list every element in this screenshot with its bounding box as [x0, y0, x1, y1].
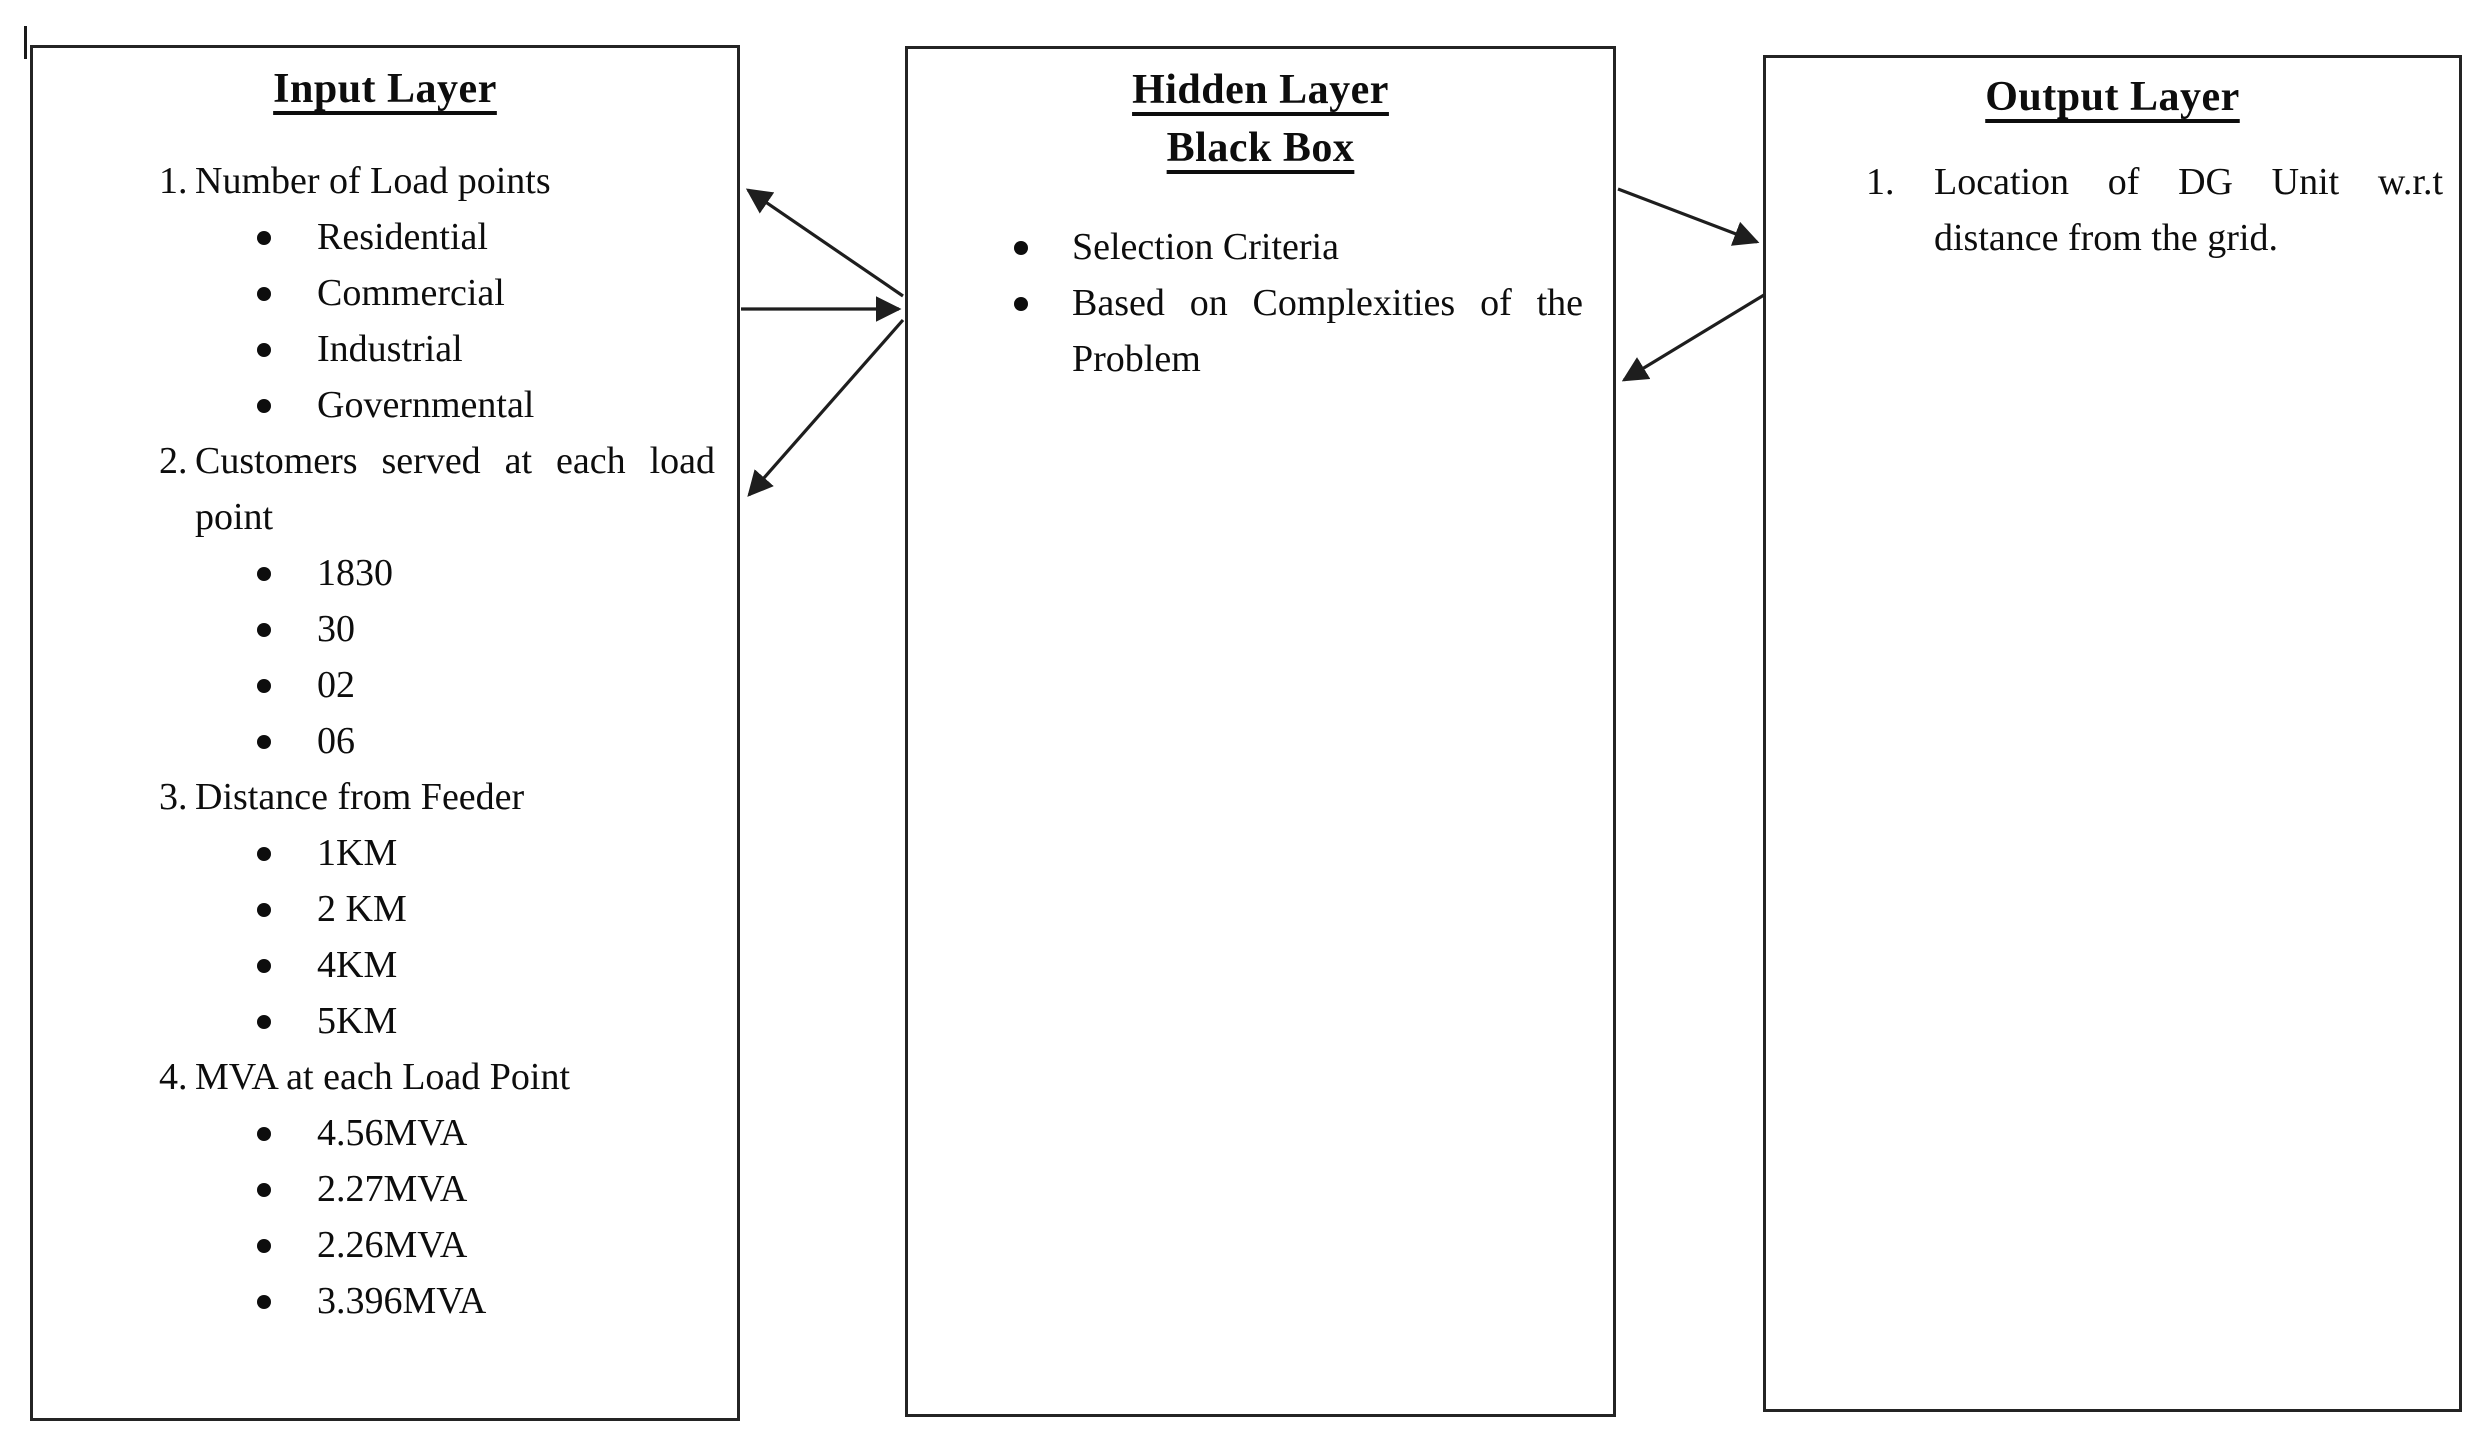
numbered-item: 2.Customers served at each load point — [33, 433, 737, 545]
bullet-item: 1KM — [33, 825, 737, 881]
bullet-item: 2.27MVA — [33, 1161, 737, 1217]
hidden-layer-subtitle: Black Box — [908, 119, 1613, 177]
item-text: Location of DG Unit w.r.t distance from … — [1934, 161, 2443, 259]
bullet-label: 2.27MVA — [317, 1168, 468, 1210]
bullet-label: Residential — [317, 216, 488, 258]
bullet-label: Selection Criteria — [1072, 226, 1339, 268]
bullet-dot-icon — [257, 679, 271, 693]
item-text: MVA at each Load Point — [195, 1056, 571, 1098]
item-text: Customers served at each load point — [195, 440, 715, 538]
numbered-item: 4.MVA at each Load Point — [33, 1049, 737, 1105]
bullet-dot-icon — [257, 1239, 271, 1253]
numbered-item: 1. Location of DG Unit w.r.t distance fro… — [1766, 154, 2459, 266]
bullet-dot-icon — [257, 735, 271, 749]
item-text: Number of Load points — [195, 160, 551, 202]
bullet-label: Industrial — [317, 328, 463, 370]
bullet-label: 2 KM — [317, 888, 407, 930]
item-number: 3. — [159, 776, 188, 818]
item-number: 2. — [159, 440, 188, 482]
bullet-dot-icon — [1014, 297, 1028, 311]
bullet-dot-icon — [257, 1295, 271, 1309]
arrow-hidden-to-input-lower — [747, 318, 905, 497]
bullet-label: 06 — [317, 720, 355, 762]
bullet-item: Based on Complexities of the Problem — [908, 275, 1613, 387]
bullet-dot-icon — [257, 959, 271, 973]
bullet-item: 06 — [33, 713, 737, 769]
bullet-label: 02 — [317, 664, 355, 706]
bullet-label: Commercial — [317, 272, 505, 314]
output-layer-title: Output Layer — [1766, 68, 2459, 126]
bullet-item: 4KM — [33, 937, 737, 993]
bullet-item: Commercial — [33, 265, 737, 321]
arrow-hidden-to-output — [1617, 187, 1760, 246]
bullet-label: 2.26MVA — [317, 1224, 468, 1266]
output-layer-list: 1. Location of DG Unit w.r.t distance fro… — [1766, 154, 2459, 266]
bullet-dot-icon — [257, 343, 271, 357]
bullet-dot-icon — [257, 399, 271, 413]
bullet-label: 4KM — [317, 944, 398, 986]
item-text: Distance from Feeder — [195, 776, 525, 818]
bullet-dot-icon — [257, 567, 271, 581]
arrow-hidden-to-input-upper — [745, 188, 904, 298]
bullet-item: Residential — [33, 209, 737, 265]
output-layer-box: Output Layer 1. Location of DG Unit w.r.t… — [1763, 55, 2462, 1412]
item-number: 1. — [1866, 161, 1895, 203]
bullet-item: Industrial — [33, 321, 737, 377]
bullet-item: Governmental — [33, 377, 737, 433]
bullet-item: 5KM — [33, 993, 737, 1049]
hidden-layer-box: Hidden Layer Black Box Selection Criteri… — [905, 46, 1616, 1417]
bullet-dot-icon — [1014, 241, 1028, 255]
output-layer-title-text: Output Layer — [1985, 74, 2240, 120]
hidden-layer-title: Hidden Layer — [908, 61, 1613, 119]
text-cursor-artifact — [24, 26, 27, 59]
bullet-dot-icon — [257, 1183, 271, 1197]
item-number: 4. — [159, 1056, 188, 1098]
bullet-item: 1830 — [33, 545, 737, 601]
bullet-label: 1KM — [317, 832, 398, 874]
bullet-dot-icon — [257, 287, 271, 301]
bullet-dot-icon — [257, 1015, 271, 1029]
bullet-dot-icon — [257, 847, 271, 861]
numbered-item: 3.Distance from Feeder — [33, 769, 737, 825]
bullet-item: Selection Criteria — [908, 219, 1613, 275]
bullet-dot-icon — [257, 231, 271, 245]
hidden-layer-title-text: Hidden Layer — [1132, 67, 1389, 113]
bullet-item: 02 — [33, 657, 737, 713]
bullet-label: 4.56MVA — [317, 1112, 468, 1154]
input-layer-title: Input Layer — [33, 60, 737, 118]
bullet-item: 4.56MVA — [33, 1105, 737, 1161]
bullet-item: 2 KM — [33, 881, 737, 937]
bullet-dot-icon — [257, 623, 271, 637]
bullet-label: 5KM — [317, 1000, 398, 1042]
bullet-dot-icon — [257, 1127, 271, 1141]
item-number: 1. — [159, 160, 188, 202]
arrow-output-to-hidden — [1621, 293, 1765, 382]
bullet-item: 2.26MVA — [33, 1217, 737, 1273]
bullet-label: 30 — [317, 608, 355, 650]
bullet-label: Based on Complexities of the Problem — [1072, 282, 1583, 380]
bullet-label: 3.396MVA — [317, 1280, 487, 1322]
input-layer-title-text: Input Layer — [273, 66, 497, 112]
bullet-item: 3.396MVA — [33, 1273, 737, 1329]
bullet-item: 30 — [33, 601, 737, 657]
hidden-layer-subtitle-text: Black Box — [1166, 125, 1355, 171]
bullet-dot-icon — [257, 903, 271, 917]
bullet-label: 1830 — [317, 552, 393, 594]
numbered-item: 1.Number of Load points — [33, 153, 737, 209]
bullet-label: Governmental — [317, 384, 535, 426]
